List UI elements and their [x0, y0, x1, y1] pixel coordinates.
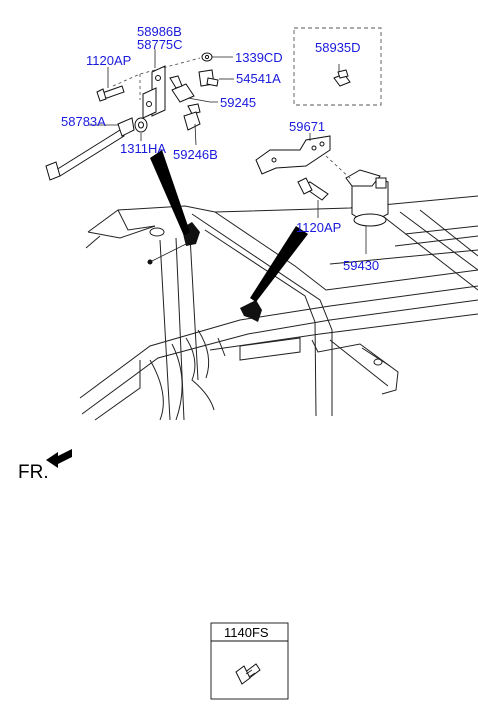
bracket-59671	[255, 135, 331, 175]
label-54541A: 54541A	[236, 71, 281, 86]
label-58783A: 58783A	[61, 114, 106, 129]
label-59671: 59671	[289, 119, 325, 134]
callout-wedge-right	[250, 226, 308, 302]
bolt-1120AP-top	[96, 85, 125, 102]
connector-59245	[169, 75, 195, 103]
fitting-54541A	[198, 69, 219, 87]
label-58775C: 58775C	[137, 37, 183, 52]
label-58935D: 58935D	[315, 40, 361, 55]
leader-lines	[88, 49, 367, 254]
part-box-1140FS: 1140FS	[210, 622, 289, 700]
washer-1311HA	[134, 117, 148, 133]
nut-1339CD	[201, 52, 213, 62]
screw-1140FS-icon	[235, 663, 261, 685]
vehicle-frame	[79, 195, 478, 421]
proportioning-valve-59430	[345, 169, 389, 227]
callout-wedge-left	[150, 150, 190, 236]
bracket-58775C	[142, 65, 166, 119]
brake-line-clip-right	[240, 300, 262, 322]
label-59430: 59430	[343, 258, 379, 273]
hose-59246B	[183, 103, 201, 131]
bolt-1120AP-right	[297, 177, 329, 201]
box-58935D	[293, 27, 382, 106]
part-box-1140FS-label: 1140FS	[224, 625, 269, 640]
label-1339CD: 1339CD	[235, 50, 283, 65]
label-59246B: 59246B	[173, 147, 218, 162]
front-direction-indicator: FR.	[18, 449, 72, 483]
front-label: FR.	[18, 462, 49, 483]
front-arrow-icon	[46, 449, 72, 468]
label-1311HA: 1311HA	[120, 141, 166, 156]
hose-58783A	[45, 117, 135, 181]
label-1120AP-right: 1120AP	[296, 220, 341, 235]
label-59245: 59245	[220, 95, 256, 110]
label-58986B: 58986B	[137, 24, 182, 39]
label-1120AP-top: 1120AP	[86, 53, 131, 68]
